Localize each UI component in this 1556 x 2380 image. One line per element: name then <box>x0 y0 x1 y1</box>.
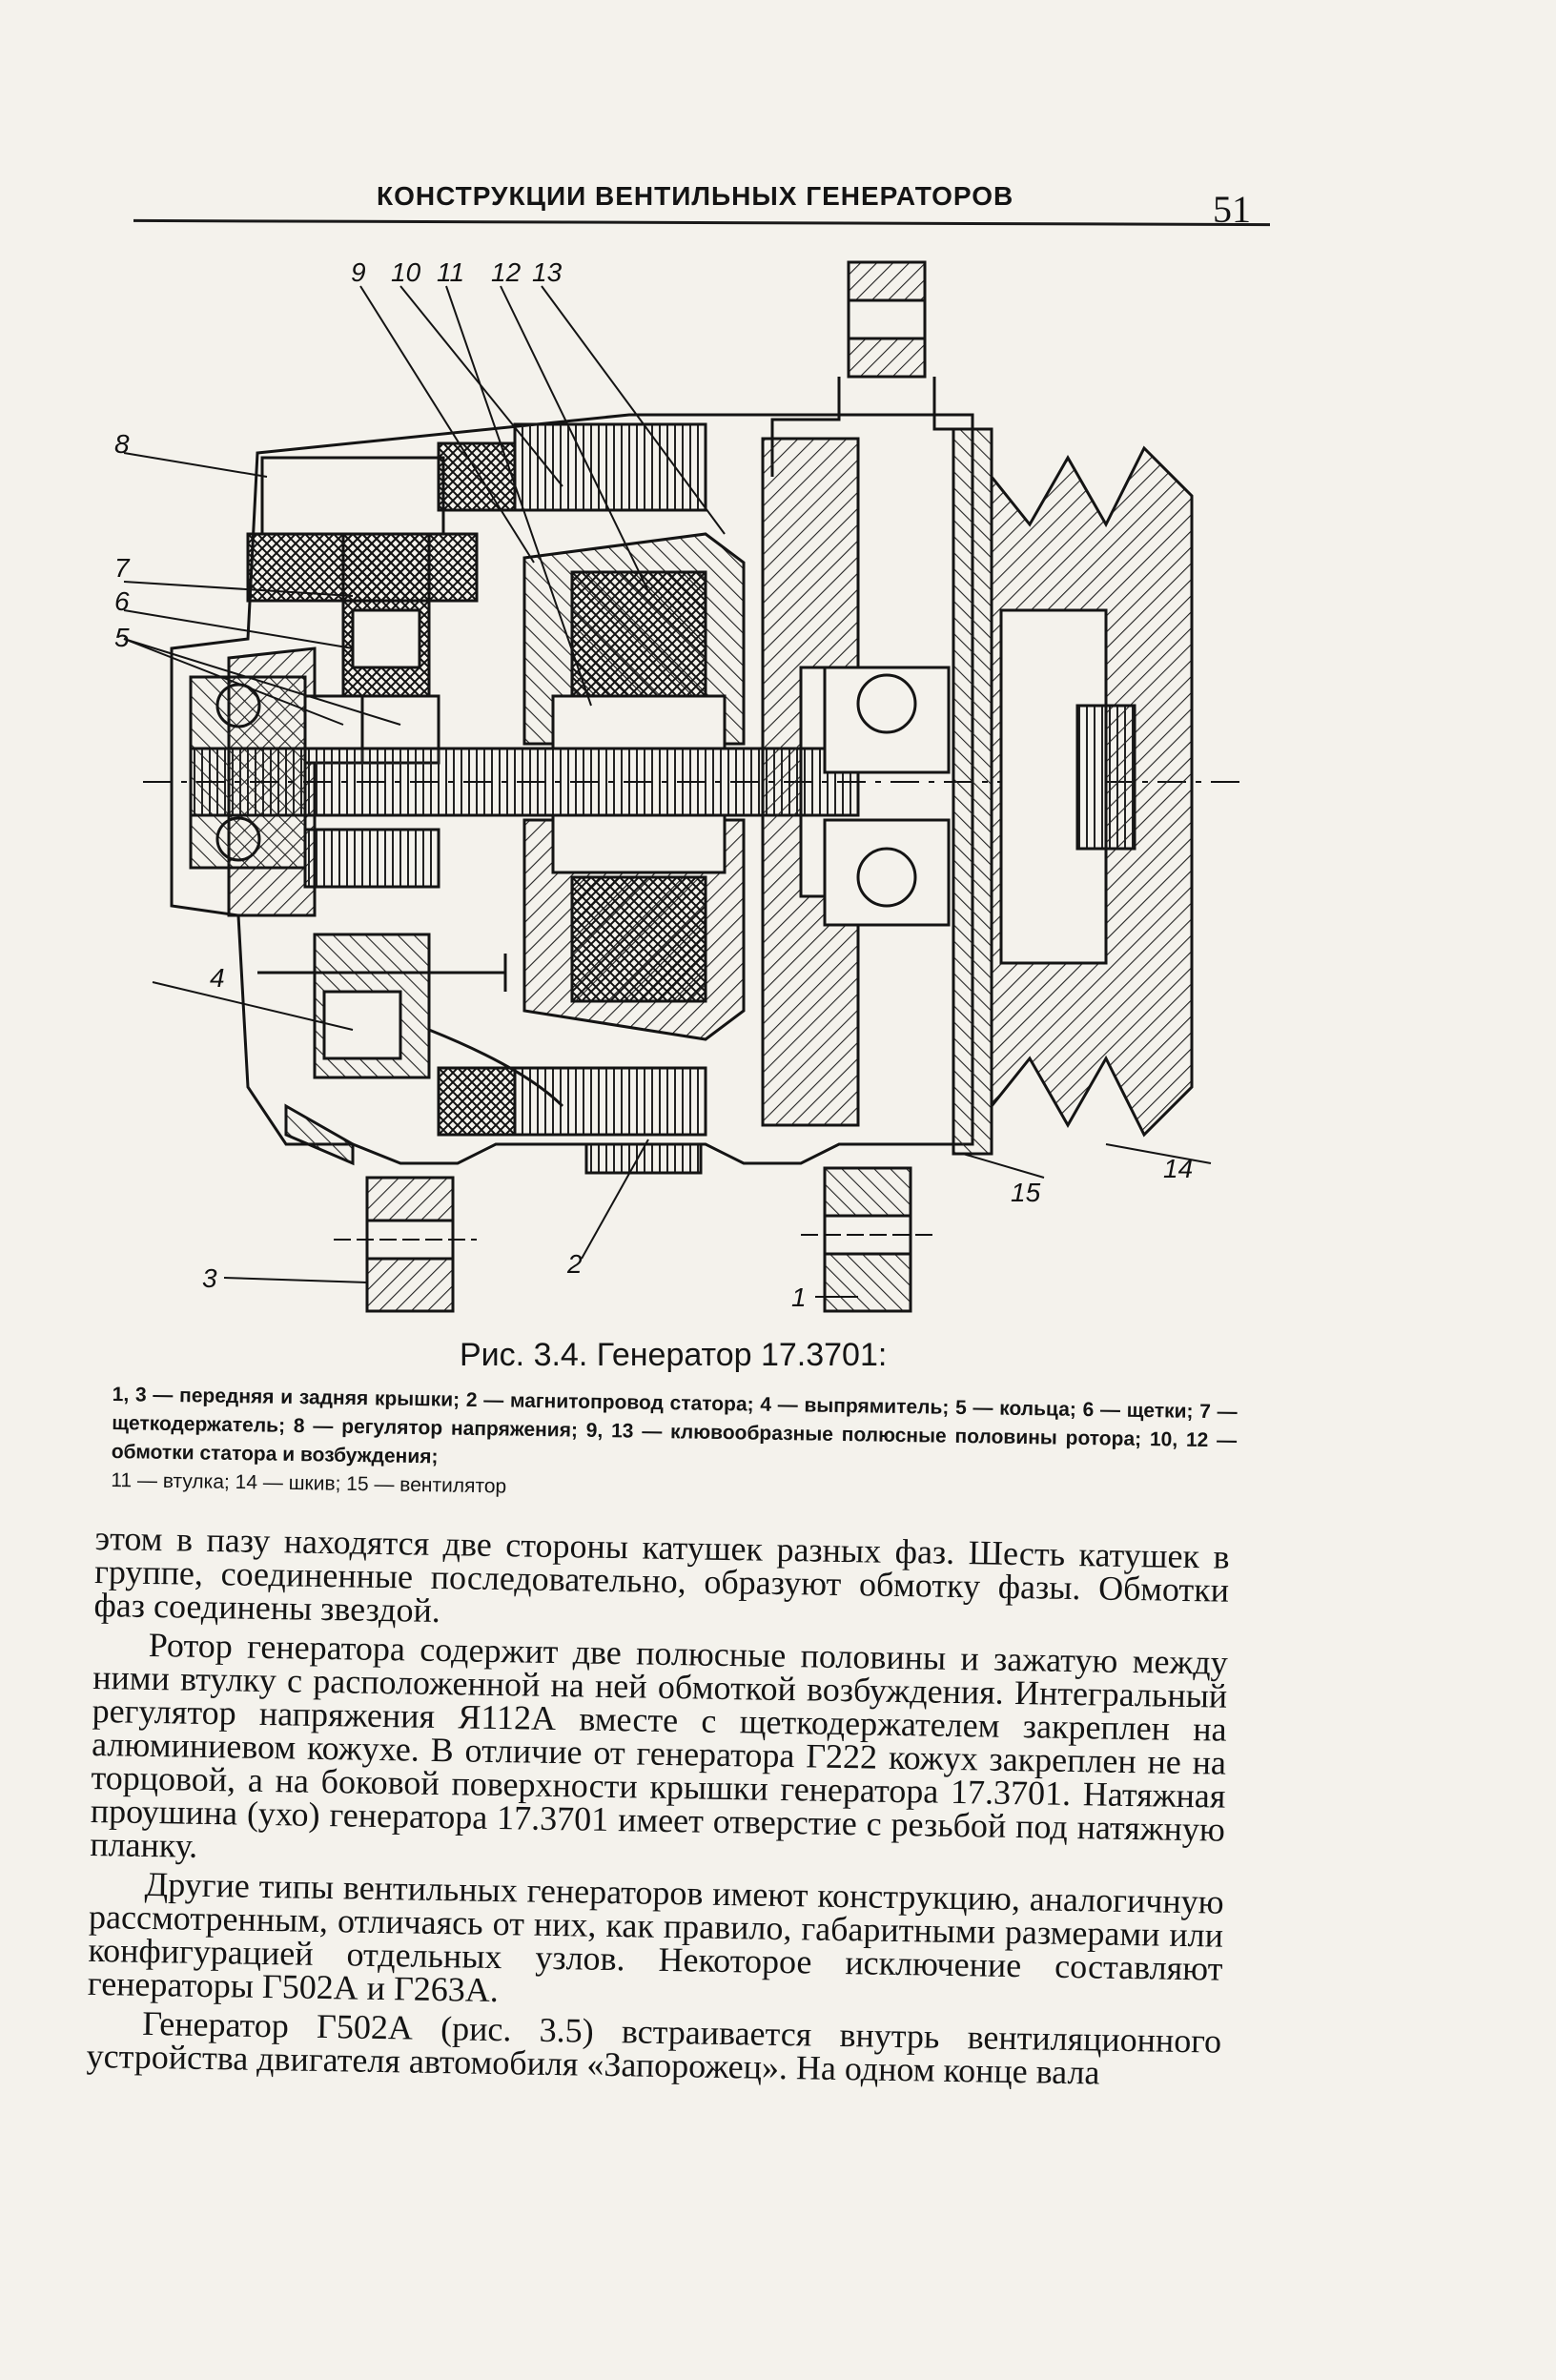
bushing-11 <box>551 694 727 750</box>
callout-7: 7 <box>114 553 131 583</box>
legend-last-line: 11 — втулка; 14 — шкив; 15 — вентилятор <box>111 1468 507 1498</box>
callout-3: 3 <box>202 1263 217 1293</box>
callout-8: 8 <box>114 429 130 459</box>
generator-drawing: 9 10 11 12 13 8 7 6 5 4 3 2 1 15 14 <box>114 248 1259 1335</box>
header-rule <box>133 218 1271 227</box>
callout-13: 13 <box>532 257 563 287</box>
callout-4: 4 <box>210 963 225 993</box>
callout-14: 14 <box>1163 1154 1193 1183</box>
callout-15: 15 <box>1011 1178 1041 1207</box>
fan-15 <box>952 427 993 1156</box>
callout-5: 5 <box>114 623 130 652</box>
callout-11: 11 <box>437 257 464 287</box>
paragraph-3: Другие типы вентильных генераторов имеют… <box>87 1864 1224 2010</box>
paragraph-1: этом в пазу находятся две стороны катуше… <box>93 1519 1230 1631</box>
paragraph-4: Генератор Г502А (рис. 3.5) встраивается … <box>86 2003 1222 2092</box>
callout-9: 9 <box>351 257 366 287</box>
stator-core-2 <box>513 422 707 512</box>
stator-winding-10 <box>437 441 517 512</box>
callout-6: 6 <box>114 586 130 616</box>
legend-text: 1, 3 — передняя и задняя крышки; 2 — маг… <box>111 1383 1238 1468</box>
front-cover <box>761 437 860 1127</box>
running-title: КОНСТРУКЦИИ ВЕНТИЛЬНЫХ ГЕНЕРАТОРОВ <box>377 181 1014 211</box>
callout-10: 10 <box>391 257 421 287</box>
generator-cross-section: 9 10 11 12 13 8 7 6 5 4 3 2 1 15 14 <box>114 257 1239 1313</box>
paragraph-2: Ротор генератора содержит две полюсные п… <box>90 1625 1229 1865</box>
callout-1: 1 <box>791 1282 807 1312</box>
callout-12: 12 <box>491 257 522 287</box>
front-bearing <box>823 666 951 774</box>
figure-legend: 1, 3 — передняя и задняя крышки; 2 — маг… <box>111 1381 1238 1513</box>
callout-2: 2 <box>566 1249 583 1279</box>
figure-caption: Рис. 3.4. Генератор 17.3701: <box>460 1337 888 1373</box>
body-text: этом в пазу находятся две стороны катуше… <box>86 1519 1230 2092</box>
field-winding-12 <box>570 570 707 698</box>
voltage-regulator-8 <box>260 456 445 536</box>
